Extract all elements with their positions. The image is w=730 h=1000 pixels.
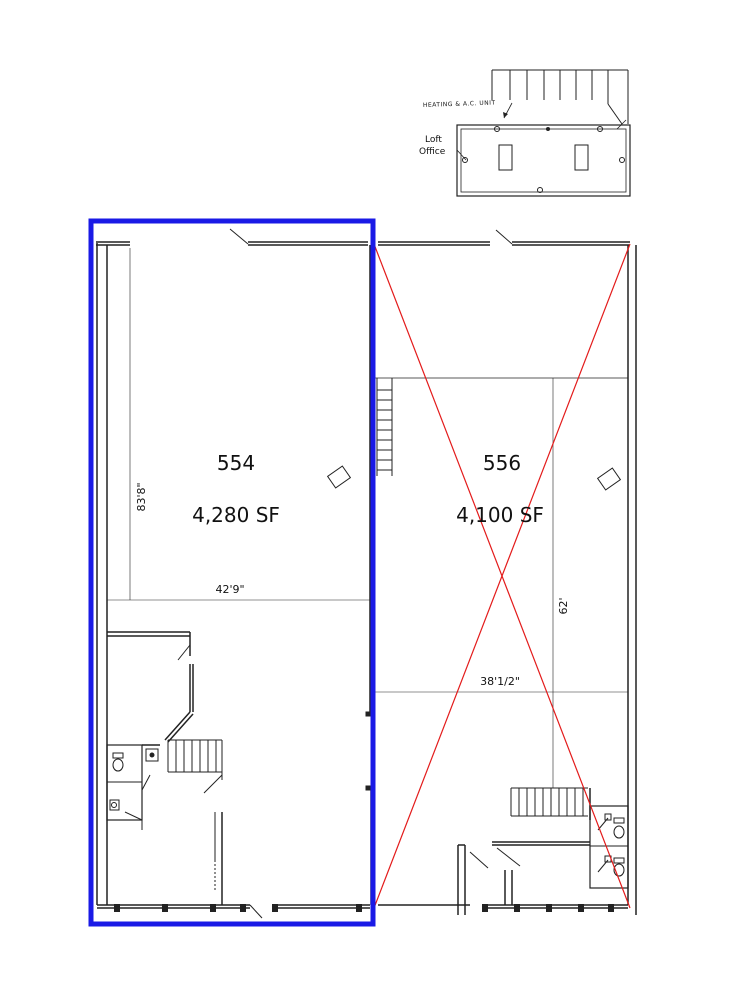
unit-556-number: 556 [483, 451, 521, 475]
outlet-icon [494, 126, 500, 132]
unit-554-interior [106, 248, 372, 905]
floor-drain-icon [145, 748, 159, 762]
equipment-icon [596, 467, 622, 491]
outlet-icon [537, 187, 543, 193]
loft-office-detail: HEATING & A.C. UNIT Loft Office [419, 69, 631, 197]
selected-unit-highlight[interactable] [88, 218, 376, 927]
unit-556-width-dimension: 38'1/2" [480, 675, 520, 688]
outlet-icon [619, 157, 625, 163]
light-fixture-icon [574, 144, 589, 171]
light-fixture-icon [498, 144, 513, 171]
hvac-unit-label: HEATING & A.C. UNIT [423, 99, 496, 109]
unit-554-number: 554 [217, 451, 255, 475]
unit-556-interior [373, 377, 629, 915]
unavailable-cross [373, 243, 631, 909]
column-bases [114, 904, 614, 912]
building-walls [96, 228, 637, 919]
unit-556-depth-dimension: 62' [557, 597, 570, 614]
outlet-icon [597, 126, 603, 132]
loft-label-line1: Loft [425, 135, 442, 145]
loft-room-outline [456, 124, 631, 197]
unit-556-area: 4,100 SF [456, 503, 544, 527]
unit-554-width-dimension: 42'9" [215, 583, 244, 596]
unit-554-depth-dimension: 83'8" [135, 482, 148, 511]
toilet-icon [112, 752, 124, 772]
unit-554-area: 4,280 SF [192, 503, 280, 527]
toilet-icon [613, 857, 625, 877]
outlet-icon [462, 157, 468, 163]
loft-stairs [491, 69, 629, 125]
equipment-icon [326, 465, 352, 489]
outlet-icon [546, 127, 550, 131]
loft-label-line2: Office [419, 147, 446, 157]
sink-icon [109, 799, 120, 811]
toilet-icon [613, 817, 625, 839]
